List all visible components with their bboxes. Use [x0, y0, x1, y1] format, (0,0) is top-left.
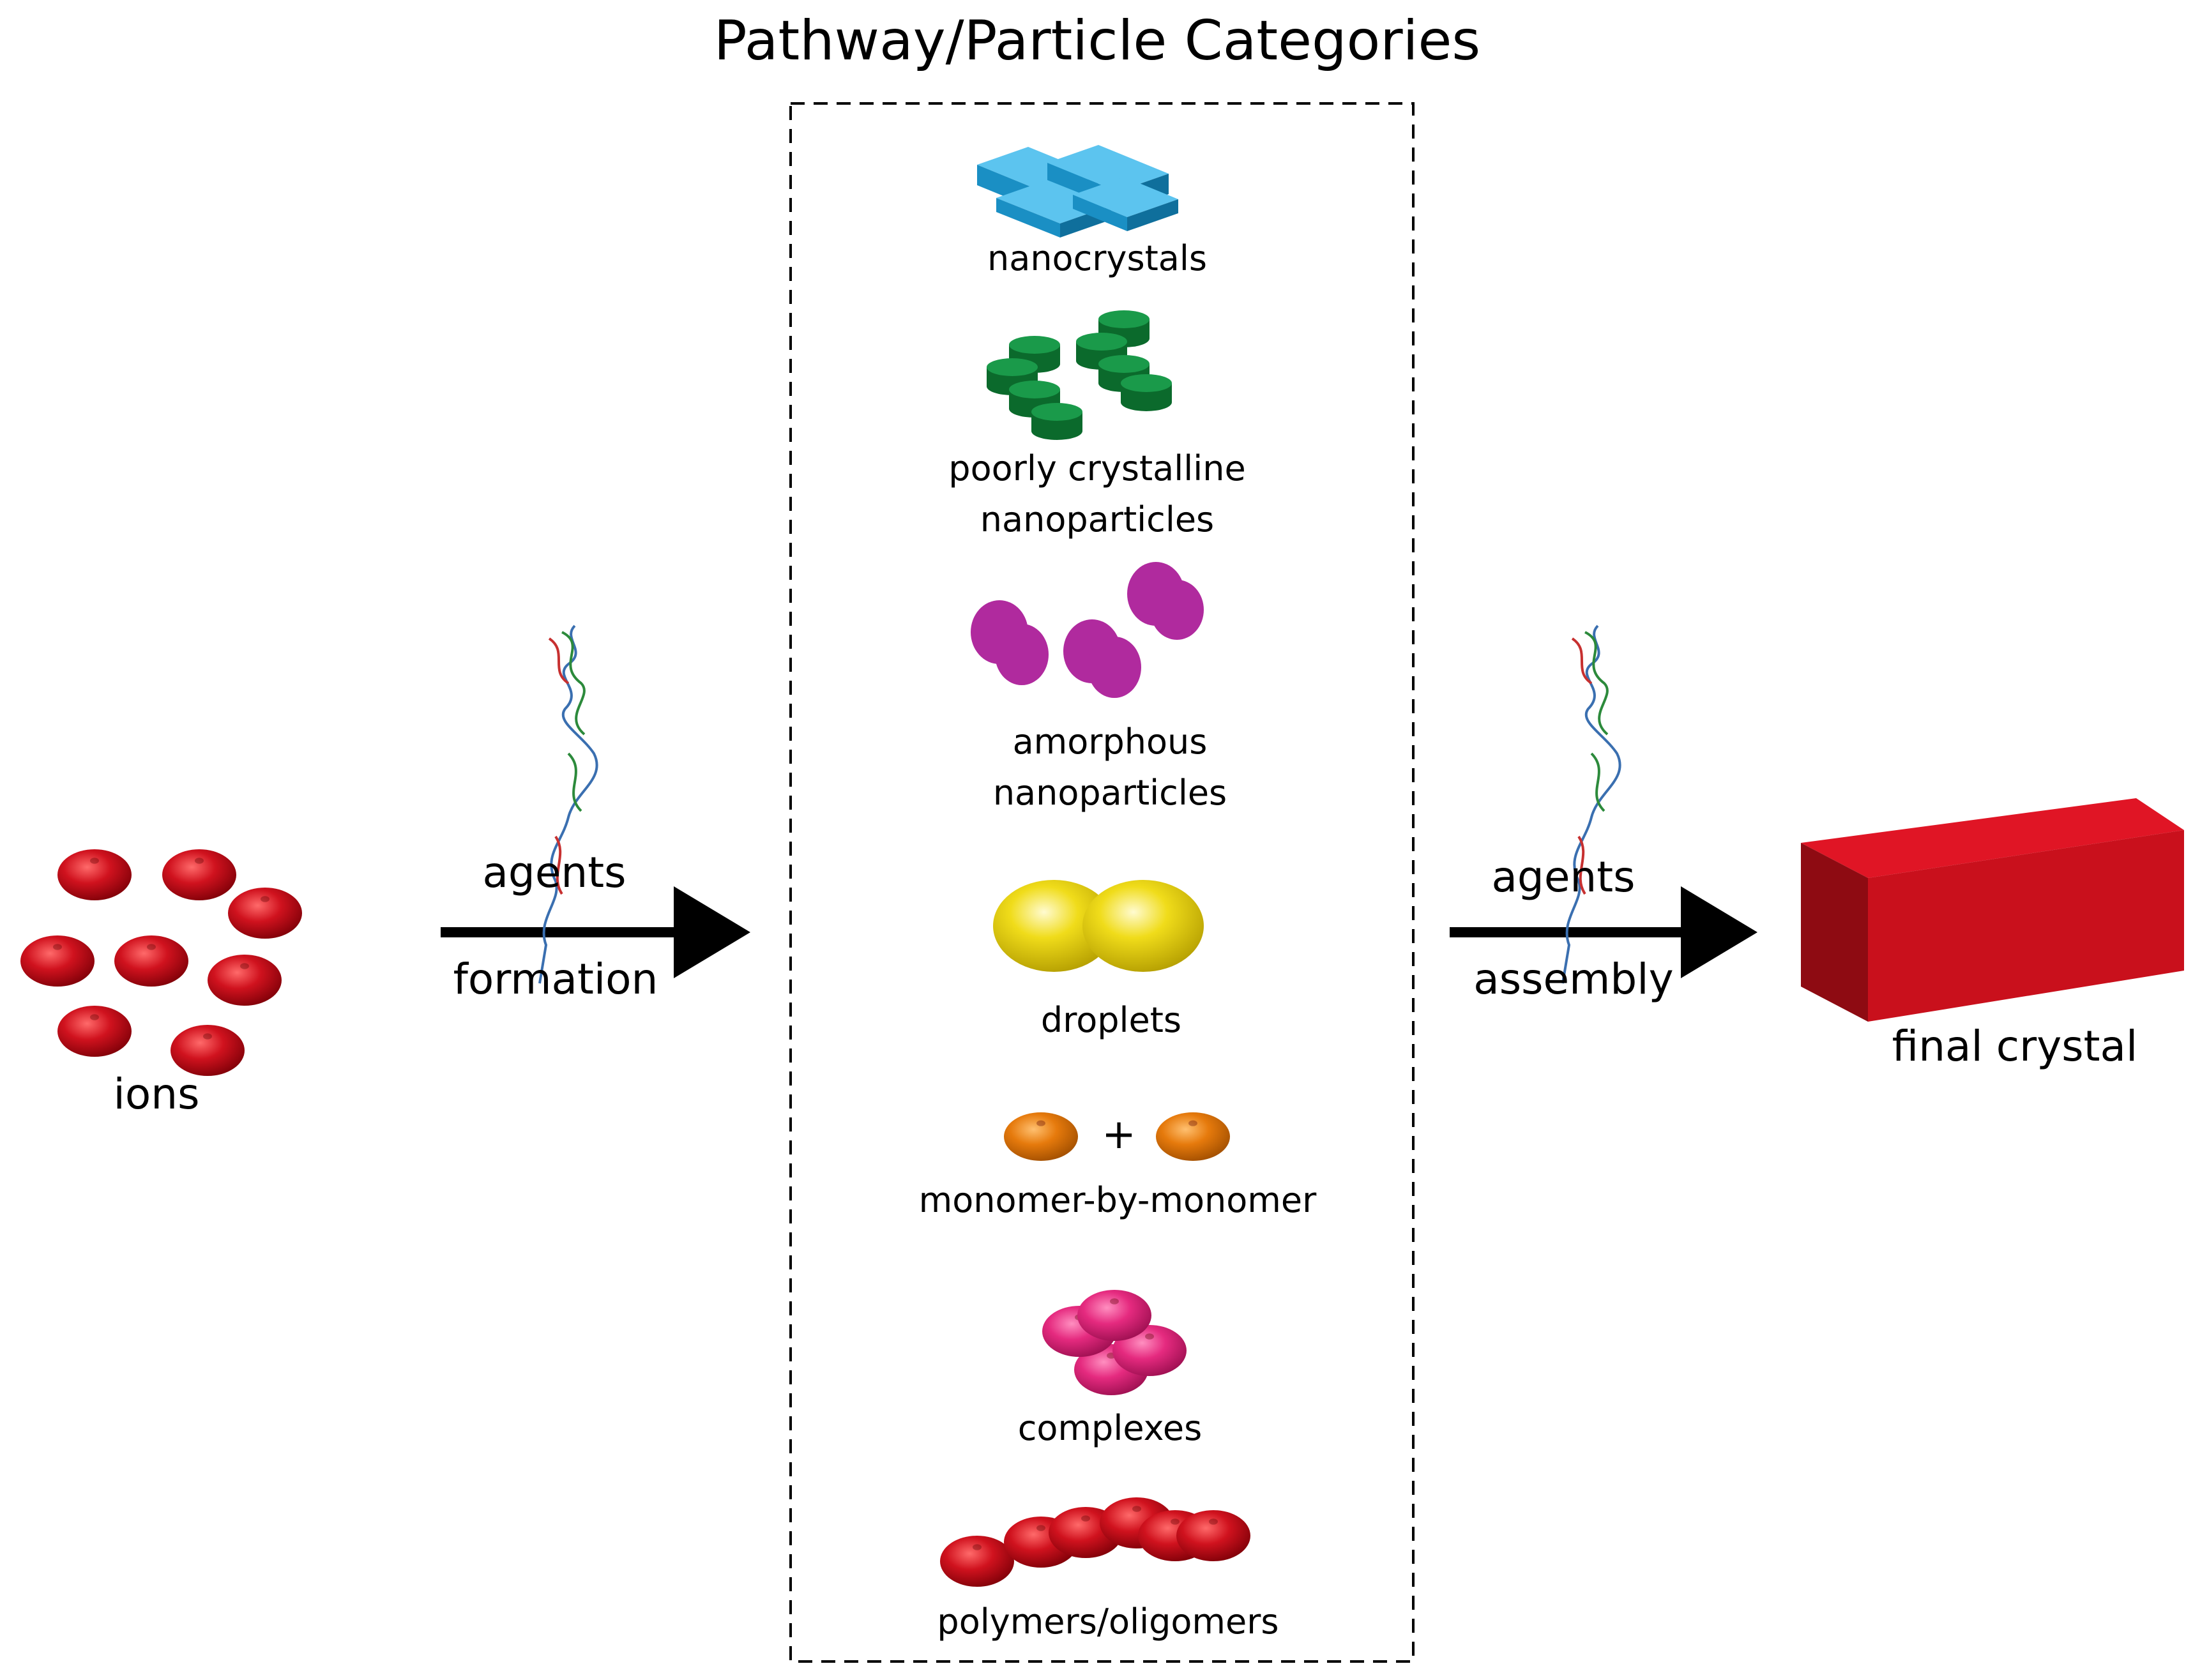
formation-arrow [441, 886, 750, 978]
poorly-crystalline-line-2: nanoparticles [980, 499, 1215, 540]
droplets-line-1: droplets [1040, 1000, 1182, 1040]
monomer-unit-icon [1004, 1112, 1078, 1161]
polymers-icon [940, 1497, 1250, 1587]
monomer-label: monomer-by-monomer [919, 1175, 1317, 1226]
droplets-label: droplets [1041, 995, 1181, 1046]
complexes-label: complexes [1018, 1403, 1203, 1454]
ions-label: ions [113, 1070, 200, 1119]
ion-icon [57, 1006, 132, 1057]
monomer-icon [1004, 1112, 1230, 1161]
cylinder-unit-icon [1121, 374, 1172, 411]
nanocrystals-line-1: nanocrystals [987, 238, 1207, 278]
plus-sign: + [1102, 1111, 1136, 1158]
ion-icon [228, 888, 302, 939]
cylinder-unit-icon [1009, 336, 1060, 373]
agent-right-icon [1561, 624, 1621, 984]
ion-icon [114, 935, 188, 987]
amorphous-label: amorphous nanoparticles [993, 716, 1227, 819]
complex-unit-icon [1077, 1290, 1151, 1341]
ion-icon [171, 1025, 245, 1076]
poorly-crystalline-label: poorly crystalline nanoparticles [948, 443, 1245, 545]
ion-icon [20, 935, 95, 987]
polymer-unit-icon [940, 1536, 1014, 1587]
polymers-label: polymers/oligomers [937, 1596, 1279, 1647]
polymer-unit-icon [1176, 1510, 1250, 1561]
ion-icon [57, 849, 132, 900]
final-crystal-icon [1801, 798, 2184, 1022]
amorphous-line-2: nanoparticles [992, 773, 1227, 813]
polymers-line-1: polymers/oligomers [937, 1601, 1279, 1642]
poorly-crystalline-icon [987, 310, 1172, 440]
complexes-line-1: complexes [1017, 1408, 1203, 1448]
assembly-agents-label: agents [1491, 852, 1635, 902]
amorphous-icon [971, 562, 1204, 698]
poorly-crystalline-line-1: poorly crystalline [948, 448, 1246, 488]
formation-label: formation [453, 955, 658, 1004]
assembly-arrow [1450, 886, 1757, 978]
droplets-icon [993, 880, 1204, 972]
monomer-unit-icon [1156, 1112, 1230, 1161]
monomer-line-1: monomer-by-monomer [918, 1180, 1317, 1220]
nanocrystals-icon [977, 145, 1178, 238]
ion-icon [208, 955, 282, 1006]
final-crystal-label: final crystal [1892, 1022, 2138, 1071]
amorphous-line-1: amorphous [1012, 722, 1208, 762]
cylinder-unit-icon [1031, 403, 1082, 440]
formation-agents-label: agents [482, 848, 626, 897]
diagram-title: Pathway/Particle Categories [713, 9, 1481, 73]
agent-left-icon [538, 624, 598, 984]
ion-icon [162, 849, 236, 900]
complexes-icon [1042, 1290, 1187, 1395]
ions-cluster [20, 849, 302, 1076]
assembly-label: assembly [1473, 955, 1674, 1004]
category-box [789, 102, 1415, 1663]
nanocrystals-label: nanocrystals [987, 233, 1207, 284]
